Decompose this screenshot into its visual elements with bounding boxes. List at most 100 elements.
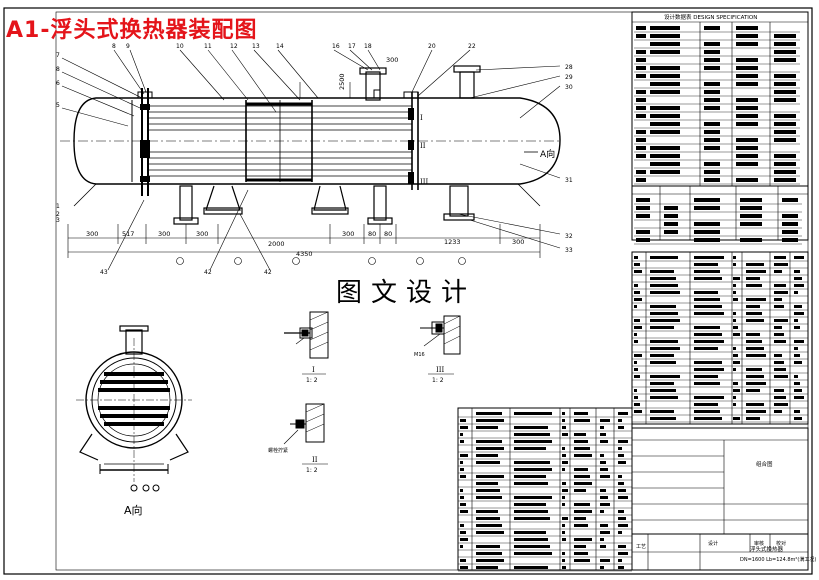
table-cell-block bbox=[736, 146, 758, 150]
table-cell-block bbox=[774, 298, 782, 301]
table-cell-block bbox=[574, 503, 590, 506]
table-cell-block bbox=[460, 433, 463, 436]
table-cell-block bbox=[562, 538, 566, 541]
table-cell-block bbox=[733, 361, 740, 364]
table-cell-block bbox=[694, 270, 720, 273]
leader-lines-top bbox=[61, 49, 561, 271]
table-cell-block bbox=[562, 454, 566, 457]
table-cell-block bbox=[650, 90, 680, 94]
table-cell-block bbox=[600, 440, 608, 443]
table-cell-block bbox=[460, 531, 466, 534]
svg-text:II: II bbox=[420, 142, 426, 150]
table-cell-block bbox=[650, 82, 680, 86]
table-cell-block bbox=[460, 489, 463, 492]
svg-text:10: 10 bbox=[176, 43, 184, 50]
detail-iii-scale: 1: 2 bbox=[432, 377, 444, 384]
table-cell-block bbox=[774, 354, 782, 357]
table-cell-block bbox=[514, 433, 550, 436]
table-cell-block bbox=[574, 510, 592, 513]
detail-i-scale: 1: 2 bbox=[306, 377, 318, 384]
table-cell-block bbox=[704, 66, 720, 70]
detail-iii-label: III bbox=[436, 366, 445, 374]
table-cell-block bbox=[574, 419, 590, 422]
table-cell-block bbox=[636, 50, 646, 54]
table-cell-block bbox=[600, 433, 606, 436]
table-cell-block bbox=[650, 277, 676, 280]
table-cell-block bbox=[694, 277, 722, 280]
table-cell-block bbox=[476, 482, 498, 485]
table-cell-block bbox=[634, 375, 640, 378]
table-cell-block bbox=[733, 263, 736, 266]
table-cell-block bbox=[704, 170, 720, 174]
table-cell-block bbox=[794, 382, 800, 385]
table-cell-block bbox=[736, 26, 758, 30]
table-cell-block bbox=[476, 552, 502, 555]
detail-ii-note: 螺栓拧紧 bbox=[268, 447, 288, 454]
title-block bbox=[631, 427, 809, 571]
svg-text:32: 32 bbox=[565, 233, 573, 240]
table-cell-block bbox=[794, 389, 802, 392]
dim-300-e: 300 bbox=[512, 238, 524, 246]
table-cell-block bbox=[774, 170, 796, 174]
table-cell-block bbox=[634, 410, 642, 413]
table-cell-block bbox=[650, 114, 680, 118]
svg-text:31: 31 bbox=[565, 177, 573, 184]
table-cell-block bbox=[650, 354, 674, 357]
table-cell-block bbox=[736, 114, 758, 118]
table-cell-block bbox=[774, 154, 796, 158]
table-cell-block bbox=[736, 98, 758, 102]
table-cell-block bbox=[562, 552, 565, 555]
table-cell-block bbox=[794, 319, 798, 322]
table-cell-block bbox=[733, 277, 740, 280]
table-cell-block bbox=[460, 524, 464, 527]
table-cell-block bbox=[782, 222, 798, 226]
table-cell-block bbox=[694, 298, 720, 301]
table-cell-block bbox=[562, 559, 565, 562]
dim-top-2500: 2500 bbox=[338, 73, 346, 90]
table-cell-block bbox=[746, 319, 764, 322]
table-cell-block bbox=[746, 263, 764, 266]
table-cell-block bbox=[618, 489, 626, 492]
table-cell-block bbox=[460, 440, 464, 443]
table-cell-block bbox=[774, 270, 782, 273]
svg-text:42: 42 bbox=[264, 269, 272, 276]
table-cell-block bbox=[636, 138, 646, 142]
table-cell-block bbox=[733, 298, 738, 301]
svg-text:17: 17 bbox=[348, 43, 356, 50]
table-cell-block bbox=[650, 256, 678, 259]
table-cell-block bbox=[650, 170, 680, 174]
table-cell-block bbox=[746, 354, 766, 357]
table-cell-block bbox=[574, 440, 588, 443]
table-cell-block bbox=[774, 122, 796, 126]
table-cell-block bbox=[774, 368, 786, 371]
table-cell-block bbox=[514, 503, 546, 506]
svg-text:5: 5 bbox=[56, 102, 60, 109]
table-cell-block bbox=[746, 333, 760, 336]
table-cell-block bbox=[650, 340, 678, 343]
table-cell-block bbox=[634, 319, 640, 322]
detail-ii-label: II bbox=[312, 456, 318, 464]
table-cell-block bbox=[636, 238, 650, 242]
table-cell-block bbox=[704, 98, 720, 102]
table-cell-block bbox=[794, 270, 800, 273]
table-cell-block bbox=[634, 298, 642, 301]
table-cell-block bbox=[736, 34, 758, 38]
table-cell-block bbox=[600, 545, 606, 548]
table-cell-block bbox=[636, 230, 650, 234]
table-cell-block bbox=[736, 74, 758, 78]
table-cell-block bbox=[736, 122, 758, 126]
table-cell-block bbox=[746, 375, 764, 378]
table-cell-block bbox=[618, 559, 622, 562]
table-cell-block bbox=[634, 284, 638, 287]
table-cell-block bbox=[694, 198, 720, 202]
table-cell-block bbox=[476, 426, 498, 429]
table-cell-block bbox=[704, 162, 720, 166]
table-cell-block bbox=[704, 82, 720, 86]
table-cell-block bbox=[476, 461, 500, 464]
table-cell-block bbox=[736, 154, 758, 158]
tube-bundle bbox=[98, 372, 170, 426]
table-cell-block bbox=[600, 426, 604, 429]
table-cell-block bbox=[514, 566, 548, 569]
table-cell-block bbox=[634, 396, 638, 399]
table-cell-block bbox=[733, 347, 736, 350]
